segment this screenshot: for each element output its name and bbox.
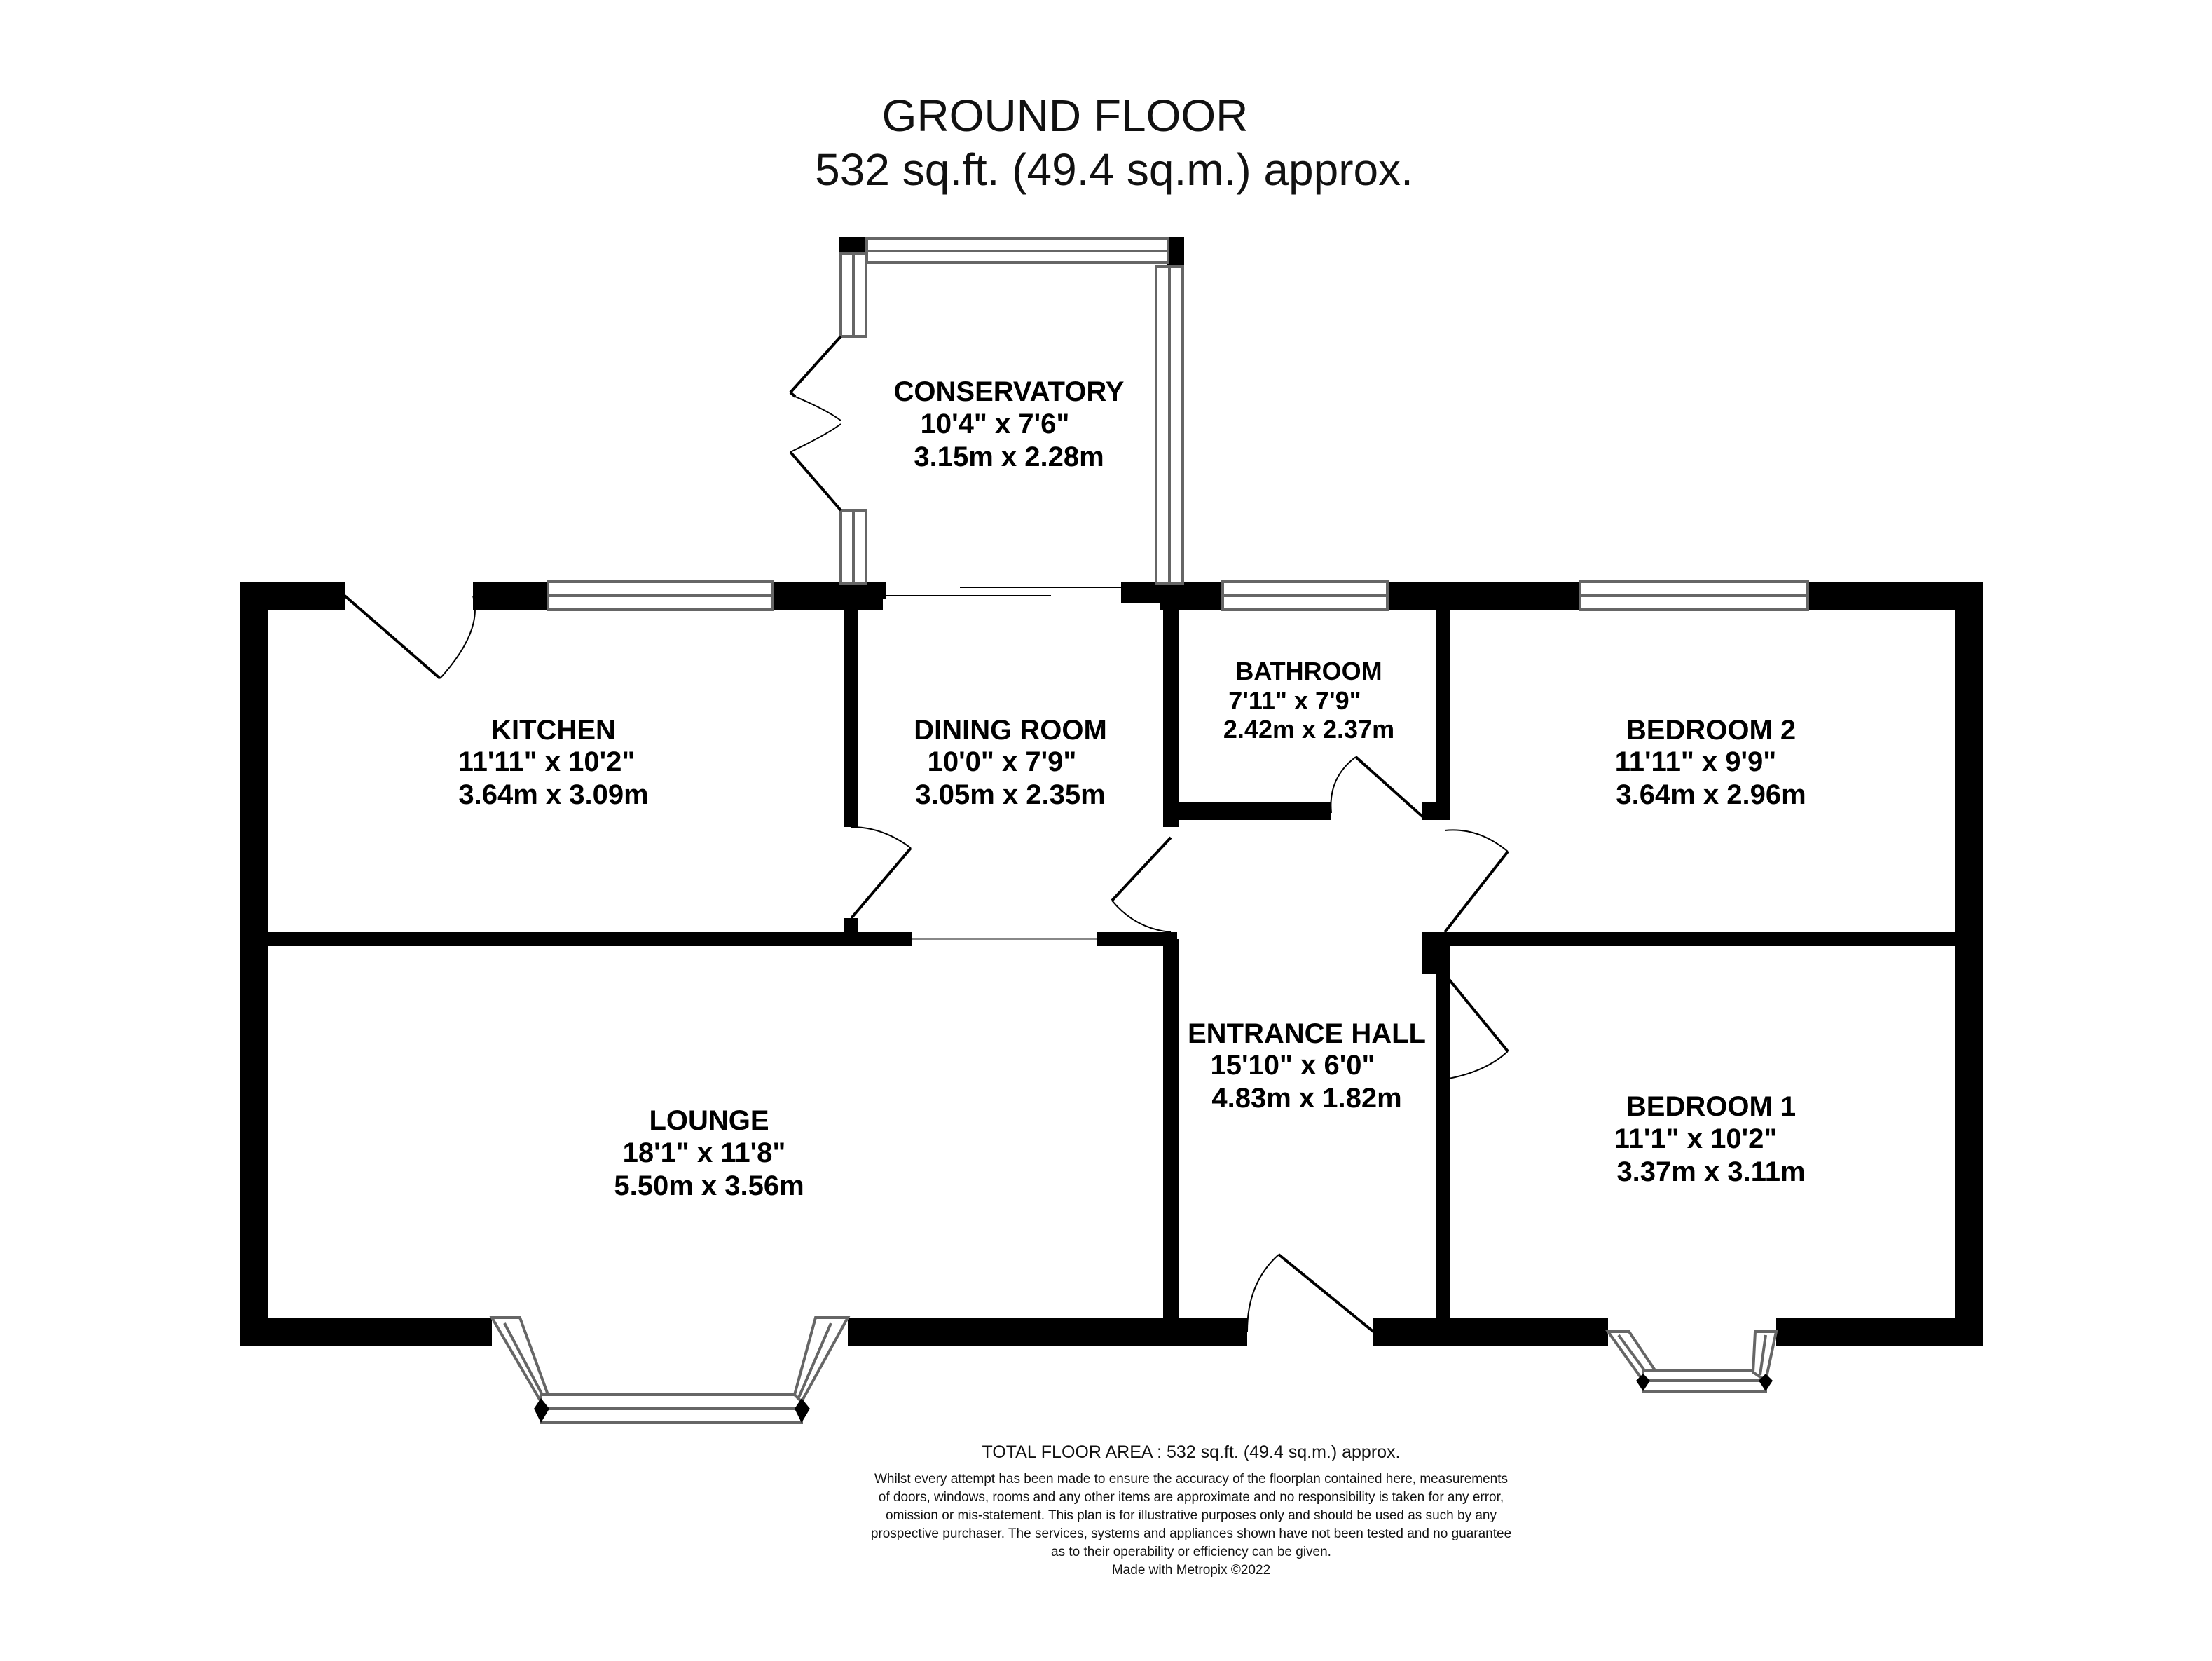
room-name: LOUNGE xyxy=(649,1105,769,1136)
room-dims-imperial: 15'10" x 6'0" xyxy=(1211,1050,1375,1081)
walls xyxy=(240,237,1983,1346)
credit: Made with Metropix ©2022 xyxy=(1111,1563,1271,1578)
room-kitchen-label: KITCHEN 11'11" x 10'2" 3.64m x 3.09m xyxy=(458,715,649,810)
room-bedroom-2-label: BEDROOM 2 11'11" x 9'9" 3.64m x 2.96m xyxy=(1615,715,1806,810)
doors xyxy=(343,335,1509,1333)
room-dims-imperial: 10'4" x 7'6" xyxy=(921,409,1070,439)
room-dims-metric: 3.64m x 3.09m xyxy=(458,779,648,810)
room-name: BATHROOM xyxy=(1235,657,1382,685)
disclaimer: Whilst every attempt has been made to en… xyxy=(771,1470,1612,1580)
disclaimer-line: prospective purchaser. The services, sys… xyxy=(870,1526,1512,1541)
disclaimer-line: as to their operability or efficiency ca… xyxy=(1051,1545,1331,1559)
room-conservatory-label: CONSERVATORY 10'4" x 7'6" 3.15m x 2.28m xyxy=(894,376,1125,472)
room-dims-metric: 3.15m x 2.28m xyxy=(914,442,1104,472)
windows xyxy=(489,237,1809,1424)
room-dining-room-label: DINING ROOM 10'0" x 7'9" 3.05m x 2.35m xyxy=(914,715,1107,810)
room-bedroom-1-label: BEDROOM 1 11'1" x 10'2" 3.37m x 3.11m xyxy=(1614,1091,1806,1187)
room-name: ENTRANCE HALL xyxy=(1188,1018,1426,1049)
floor-title: GROUND FLOOR xyxy=(881,90,1249,141)
bay-corners xyxy=(534,1374,1773,1423)
room-dims-metric: 3.05m x 2.35m xyxy=(915,779,1105,810)
disclaimer-line: of doors, windows, rooms and any other i… xyxy=(878,1490,1504,1505)
room-bathroom-label: BATHROOM 7'11" x 7'9" 2.42m x 2.37m xyxy=(1223,657,1394,744)
room-dims-metric: 4.83m x 1.82m xyxy=(1211,1083,1401,1114)
room-entrance-hall-label: ENTRANCE HALL 15'10" x 6'0" 4.83m x 1.82… xyxy=(1188,1018,1426,1114)
total-floor-area: TOTAL FLOOR AREA : 532 sq.ft. (49.4 sq.m… xyxy=(982,1442,1401,1462)
room-dims-imperial: 11'1" x 10'2" xyxy=(1614,1123,1778,1154)
room-dims-metric: 2.42m x 2.37m xyxy=(1223,715,1394,744)
room-dims-imperial: 7'11" x 7'9" xyxy=(1228,686,1361,715)
room-name: BEDROOM 2 xyxy=(1626,715,1796,746)
room-dims-imperial: 11'11" x 10'2" xyxy=(458,746,636,777)
room-dims-imperial: 11'11" x 9'9" xyxy=(1615,746,1777,777)
room-dims-imperial: 18'1" x 11'8" xyxy=(623,1137,786,1168)
room-name: KITCHEN xyxy=(491,715,616,746)
floor-area-heading: 532 sq.ft. (49.4 sq.m.) approx. xyxy=(815,144,1413,195)
room-dims-metric: 3.64m x 2.96m xyxy=(1616,779,1806,810)
room-dims-metric: 3.37m x 3.11m xyxy=(1616,1156,1805,1187)
room-name: DINING ROOM xyxy=(914,715,1107,746)
room-lounge-label: LOUNGE 18'1" x 11'8" 5.50m x 3.56m xyxy=(614,1105,804,1201)
room-dims-metric: 5.50m x 3.56m xyxy=(614,1170,804,1201)
room-name: CONSERVATORY xyxy=(894,376,1125,407)
disclaimer-line: Whilst every attempt has been made to en… xyxy=(874,1472,1509,1486)
room-dims-imperial: 10'0" x 7'9" xyxy=(928,746,1077,777)
room-name: BEDROOM 1 xyxy=(1626,1091,1796,1122)
disclaimer-line: omission or mis-statement. This plan is … xyxy=(886,1508,1497,1523)
